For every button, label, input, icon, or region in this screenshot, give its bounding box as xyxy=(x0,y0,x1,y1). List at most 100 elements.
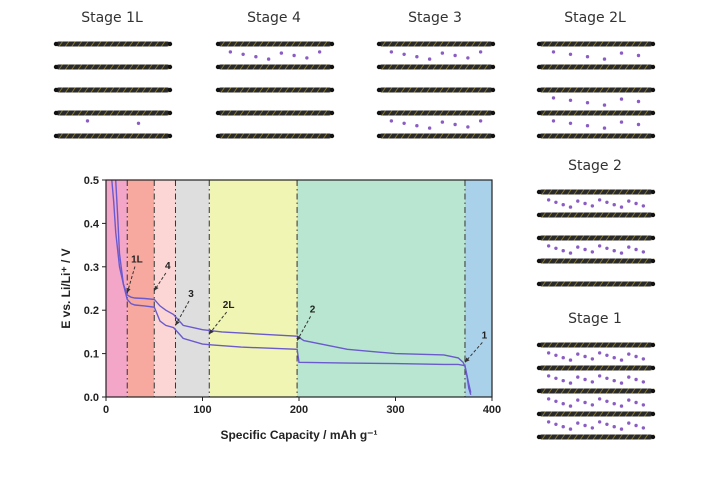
graphene-layer xyxy=(376,110,496,116)
graphene-layer xyxy=(53,87,173,93)
lithium-atoms xyxy=(546,351,646,431)
stage-region-5 xyxy=(297,180,465,397)
y-tick-label: 0.0 xyxy=(84,392,99,404)
x-axis-ticks: 0 100 200 300 400 xyxy=(103,397,501,416)
graphene-layer xyxy=(536,64,656,70)
graphene-layers xyxy=(536,41,656,139)
graphene-layers xyxy=(53,41,173,139)
y-axis-label: E vs. Li/Li⁺ / V xyxy=(59,248,73,328)
annotation-label: 4 xyxy=(165,261,171,272)
stage-2l-structure xyxy=(536,41,656,139)
stage-region-6 xyxy=(464,180,492,397)
graphene-layer xyxy=(376,64,496,70)
stage-region-2 xyxy=(154,180,176,397)
lithium-atoms xyxy=(228,50,322,61)
annotation-label: 2 xyxy=(310,304,316,315)
y-tick-label: 0.4 xyxy=(84,218,100,230)
graphene-layer xyxy=(536,281,656,287)
y-axis-ticks: 0.0 0.1 0.2 0.3 0.4 0.5 xyxy=(84,175,106,404)
stage-annotations: 1L 4 3 2L 2 1 xyxy=(126,254,488,363)
graphene-layer xyxy=(376,87,496,93)
x-tick-label: 0 xyxy=(103,404,109,416)
x-tick-label: 400 xyxy=(483,404,501,416)
stage-4-title: Stage 4 xyxy=(247,10,301,26)
stage-region-4 xyxy=(209,180,298,397)
y-tick-label: 0.3 xyxy=(84,262,99,274)
graphene-layer xyxy=(53,133,173,139)
lithium-atoms xyxy=(546,198,646,255)
graphene-layers xyxy=(215,41,335,139)
y-tick-label: 0.2 xyxy=(84,305,99,317)
graphene-layers xyxy=(536,189,656,287)
x-tick-label: 200 xyxy=(290,404,308,416)
annotation-arrowhead xyxy=(464,357,470,363)
lithium-atoms xyxy=(85,119,141,126)
graphene-layer xyxy=(53,110,173,116)
stage-boundaries xyxy=(126,180,466,397)
graphene-layer xyxy=(536,388,656,394)
annotation-arrowhead xyxy=(175,320,180,326)
y-tick-label: 0.5 xyxy=(84,175,99,187)
annotation-arrowhead xyxy=(154,285,159,291)
graphene-layer xyxy=(536,258,656,264)
stage-2l-title: Stage 2L xyxy=(564,10,626,26)
stage-regions xyxy=(106,180,492,397)
x-tick-label: 100 xyxy=(193,404,211,416)
stage-2-title: Stage 2 xyxy=(568,158,622,174)
graphene-layer xyxy=(53,41,173,47)
x-tick-label: 300 xyxy=(386,404,404,416)
stage-3-structure xyxy=(376,41,496,139)
graphene-layer xyxy=(536,235,656,241)
stage-region-3 xyxy=(175,180,210,397)
annotation-1: 1 xyxy=(464,330,488,363)
graphene-layer xyxy=(536,133,656,139)
graphene-layer xyxy=(376,133,496,139)
lithium-atoms xyxy=(389,50,483,130)
stage-2-structure xyxy=(536,189,656,287)
lithium-atoms xyxy=(551,50,641,130)
stage-1l-title: Stage 1L xyxy=(81,10,143,26)
stage-1l-structure xyxy=(53,41,173,139)
graphene-layer xyxy=(215,87,335,93)
annotation-2l: 2L xyxy=(208,300,235,335)
annotation-arrow xyxy=(126,266,136,293)
annotation-arrowhead xyxy=(297,335,302,341)
graphene-layer xyxy=(536,41,656,47)
graphene-layer xyxy=(536,87,656,93)
graphene-layer xyxy=(536,189,656,195)
annotation-label: 2L xyxy=(223,300,235,311)
graphene-layer xyxy=(536,110,656,116)
graphene-layer xyxy=(215,64,335,70)
annotation-2: 2 xyxy=(296,304,316,341)
stage-1-structure xyxy=(536,342,656,440)
stage-region-0 xyxy=(106,180,128,397)
graphene-layer xyxy=(536,434,656,440)
stage-region-1 xyxy=(127,180,155,397)
annotation-label: 3 xyxy=(188,289,194,300)
annotation-arrowhead xyxy=(209,329,214,335)
annotation-1l: 1L xyxy=(126,254,143,293)
graphene-layer xyxy=(376,41,496,47)
annotation-label: 1 xyxy=(482,330,488,341)
stage-4-structure xyxy=(215,41,335,139)
graphene-layer xyxy=(215,110,335,116)
voltage-curves xyxy=(111,179,472,396)
graphene-layer xyxy=(536,212,656,218)
x-axis-label: Specific Capacity / mAh g⁻¹ xyxy=(220,428,377,442)
graphene-layer xyxy=(215,133,335,139)
stage-3-title: Stage 3 xyxy=(408,10,462,26)
y-tick-label: 0.1 xyxy=(84,349,99,361)
graphene-layers xyxy=(376,41,496,139)
graphene-layer xyxy=(536,342,656,348)
annotation-label: 1L xyxy=(131,254,143,265)
graphene-layer xyxy=(215,41,335,47)
annotation-arrowhead xyxy=(126,287,131,293)
stage-1-title: Stage 1 xyxy=(568,311,622,327)
graphene-layer xyxy=(536,365,656,371)
graphene-layer xyxy=(53,64,173,70)
annotation-3: 3 xyxy=(175,289,194,326)
voltage-curve-1 xyxy=(115,179,472,396)
graphene-layers xyxy=(536,342,656,440)
annotation-4: 4 xyxy=(153,261,171,291)
